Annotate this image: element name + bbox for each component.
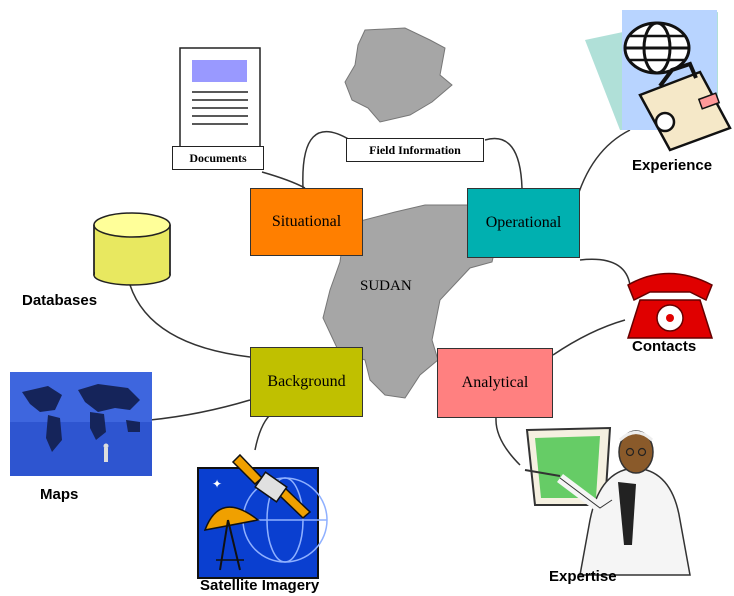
svg-text:✦: ✦ [212, 477, 222, 491]
connector-databases-background [129, 284, 251, 358]
expertise-label: Expertise [549, 568, 617, 585]
background-node[interactable]: Background [250, 347, 363, 417]
connector-field-situational [302, 130, 351, 189]
connector-documents-situational [261, 171, 306, 189]
contacts-label: Contacts [632, 338, 697, 355]
maps-label: Maps [40, 486, 79, 503]
connector-maps-background [149, 399, 251, 421]
telephone-icon [626, 272, 714, 339]
connector-satellite-background [254, 414, 271, 451]
satellite-imagery-label: Satellite Imagery [200, 577, 320, 594]
connector-expertise-analytical [495, 417, 521, 466]
document-icon [179, 47, 261, 149]
sudan-label: SUDAN [360, 278, 412, 294]
analytical-node[interactable]: Analytical [437, 348, 553, 418]
satellite-picture: ✦ [197, 453, 328, 579]
database-icon [93, 212, 171, 286]
situational-node[interactable]: Situational [250, 188, 363, 256]
documents-label: Documents [172, 146, 264, 170]
experience-label: Experience [632, 157, 713, 174]
expert-presenter-picture [524, 426, 691, 576]
connector-contacts-operational [579, 258, 631, 286]
connector-experience-operational [574, 129, 631, 206]
operational-node[interactable]: Operational [467, 188, 580, 258]
field-information-label: Field Information [346, 138, 484, 162]
connector-field-operational [484, 137, 523, 189]
databases-label: Databases [22, 292, 98, 309]
connector-contacts-analytical [552, 319, 626, 356]
sudan-small-map-shape [344, 27, 453, 123]
experience-icon [585, 10, 732, 152]
world-map-picture [10, 372, 152, 476]
